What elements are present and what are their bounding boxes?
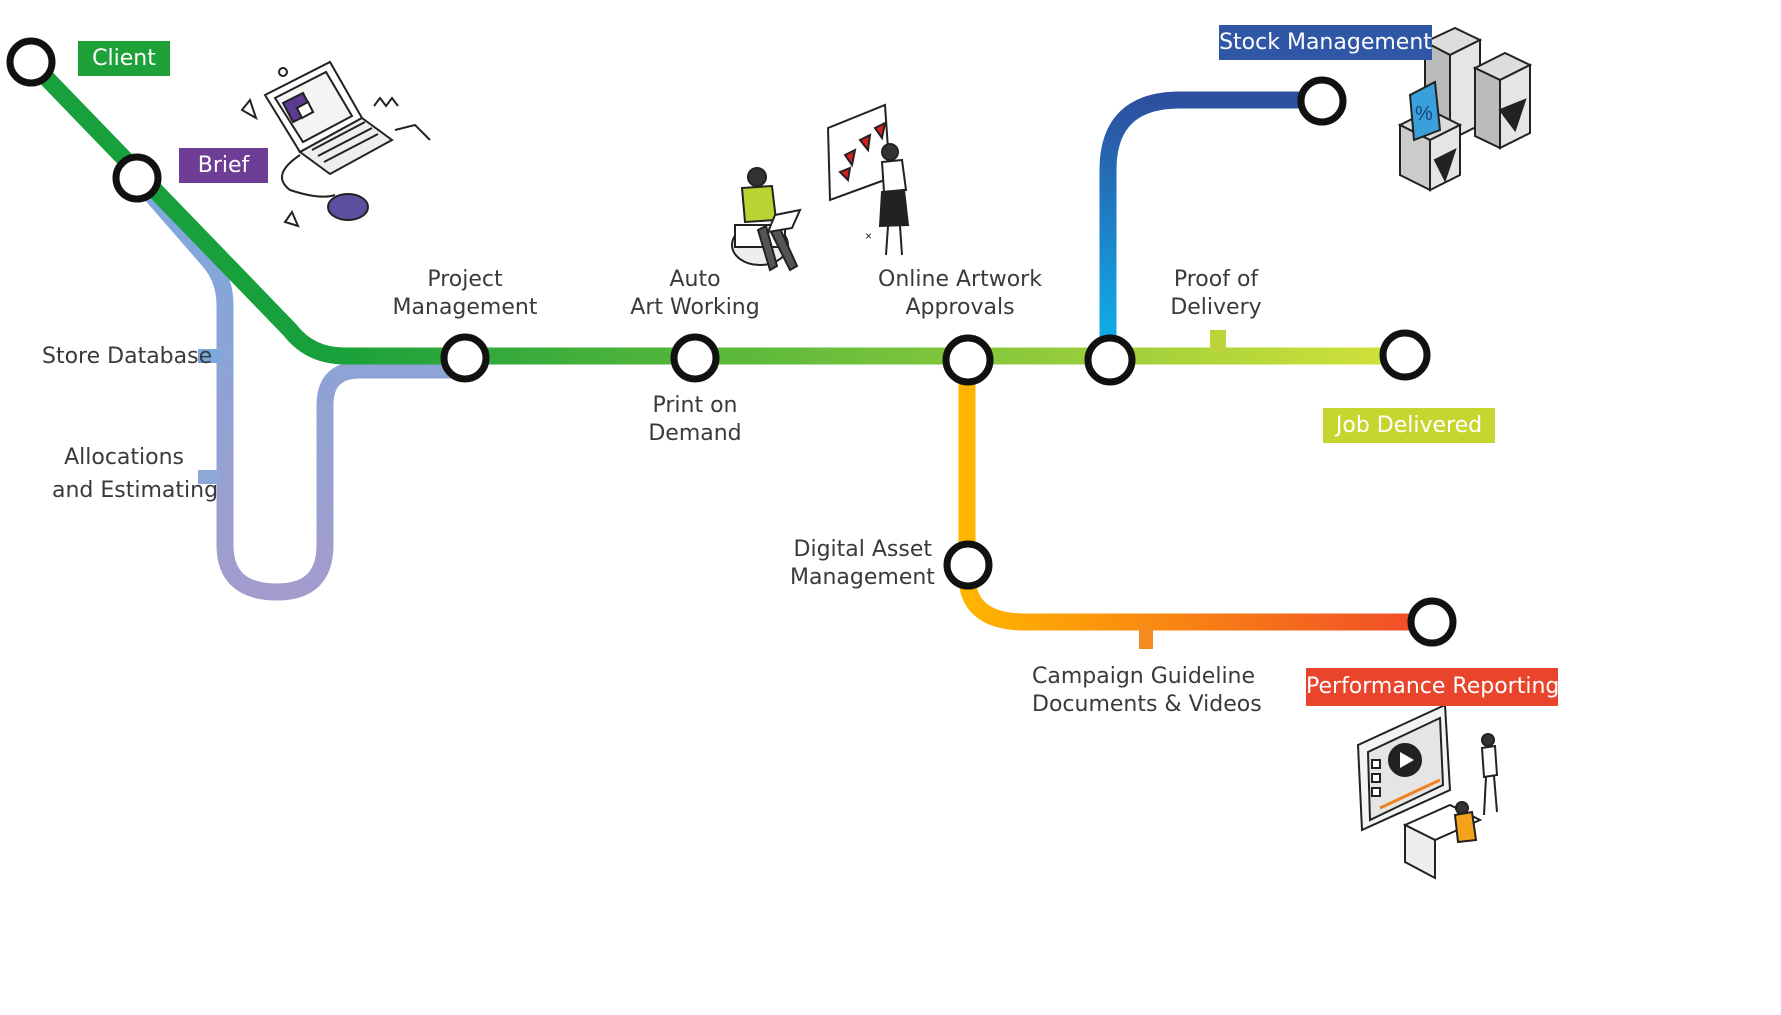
- stock-management-tag: Stock Management: [1219, 25, 1432, 60]
- svg-text:%: %: [1415, 103, 1433, 125]
- online-artwork-approvals-station: [942, 334, 994, 386]
- print-on-demand-label: Print on Demand: [648, 393, 742, 446]
- person-laptop-illustration: [731, 167, 802, 272]
- online-artwork-approvals-label: Online Artwork Approvals: [878, 267, 1042, 320]
- campaign-guideline-tick: [1139, 625, 1153, 649]
- job-delivered-tag: Job Delivered: [1323, 408, 1495, 443]
- auto-art-working-station: [670, 333, 720, 383]
- digital-asset-management-label: Digital Asset Management: [790, 537, 935, 590]
- brief-station: [112, 153, 162, 203]
- proof-of-delivery-label: Proof of Delivery: [1170, 267, 1262, 320]
- stock-management-station: [1297, 76, 1347, 126]
- proof-of-delivery-tick: [1210, 330, 1226, 352]
- stock-management-branch-line: [1099, 91, 1320, 345]
- main-line: [24, 56, 1405, 365]
- campaign-guideline-station: [1407, 597, 1457, 647]
- job-delivered-station: [1379, 329, 1431, 381]
- store-database-tick: [198, 349, 220, 363]
- brief-tag: Brief: [179, 148, 268, 183]
- svg-text:×: ×: [865, 229, 872, 243]
- client-tag: Client: [78, 41, 170, 76]
- project-management-label: Project Management: [392, 267, 538, 320]
- digital-asset-management-station: [943, 540, 993, 590]
- store-database-branch-line: [130, 172, 463, 601]
- allocations-tick: [198, 470, 220, 484]
- performance-reporting-tag: Performance Reporting: [1306, 668, 1559, 706]
- video-reporting-illustration: [1356, 703, 1499, 880]
- stock-branch-junction-station: [1084, 334, 1136, 386]
- project-management-station: [440, 333, 490, 383]
- laptop-illustration: [240, 60, 431, 228]
- stock-boxes-illustration: %: [1397, 26, 1533, 192]
- campaign-guideline-label: Campaign Guideline Documents & Videos: [1032, 664, 1262, 717]
- allocations-label: Allocations and Estimating: [52, 445, 219, 503]
- store-database-label: Store Database: [42, 344, 213, 369]
- auto-art-working-label: Auto Art Working: [630, 267, 760, 320]
- client-station: [6, 37, 56, 87]
- artwork-board-illustration: ×: [826, 103, 910, 256]
